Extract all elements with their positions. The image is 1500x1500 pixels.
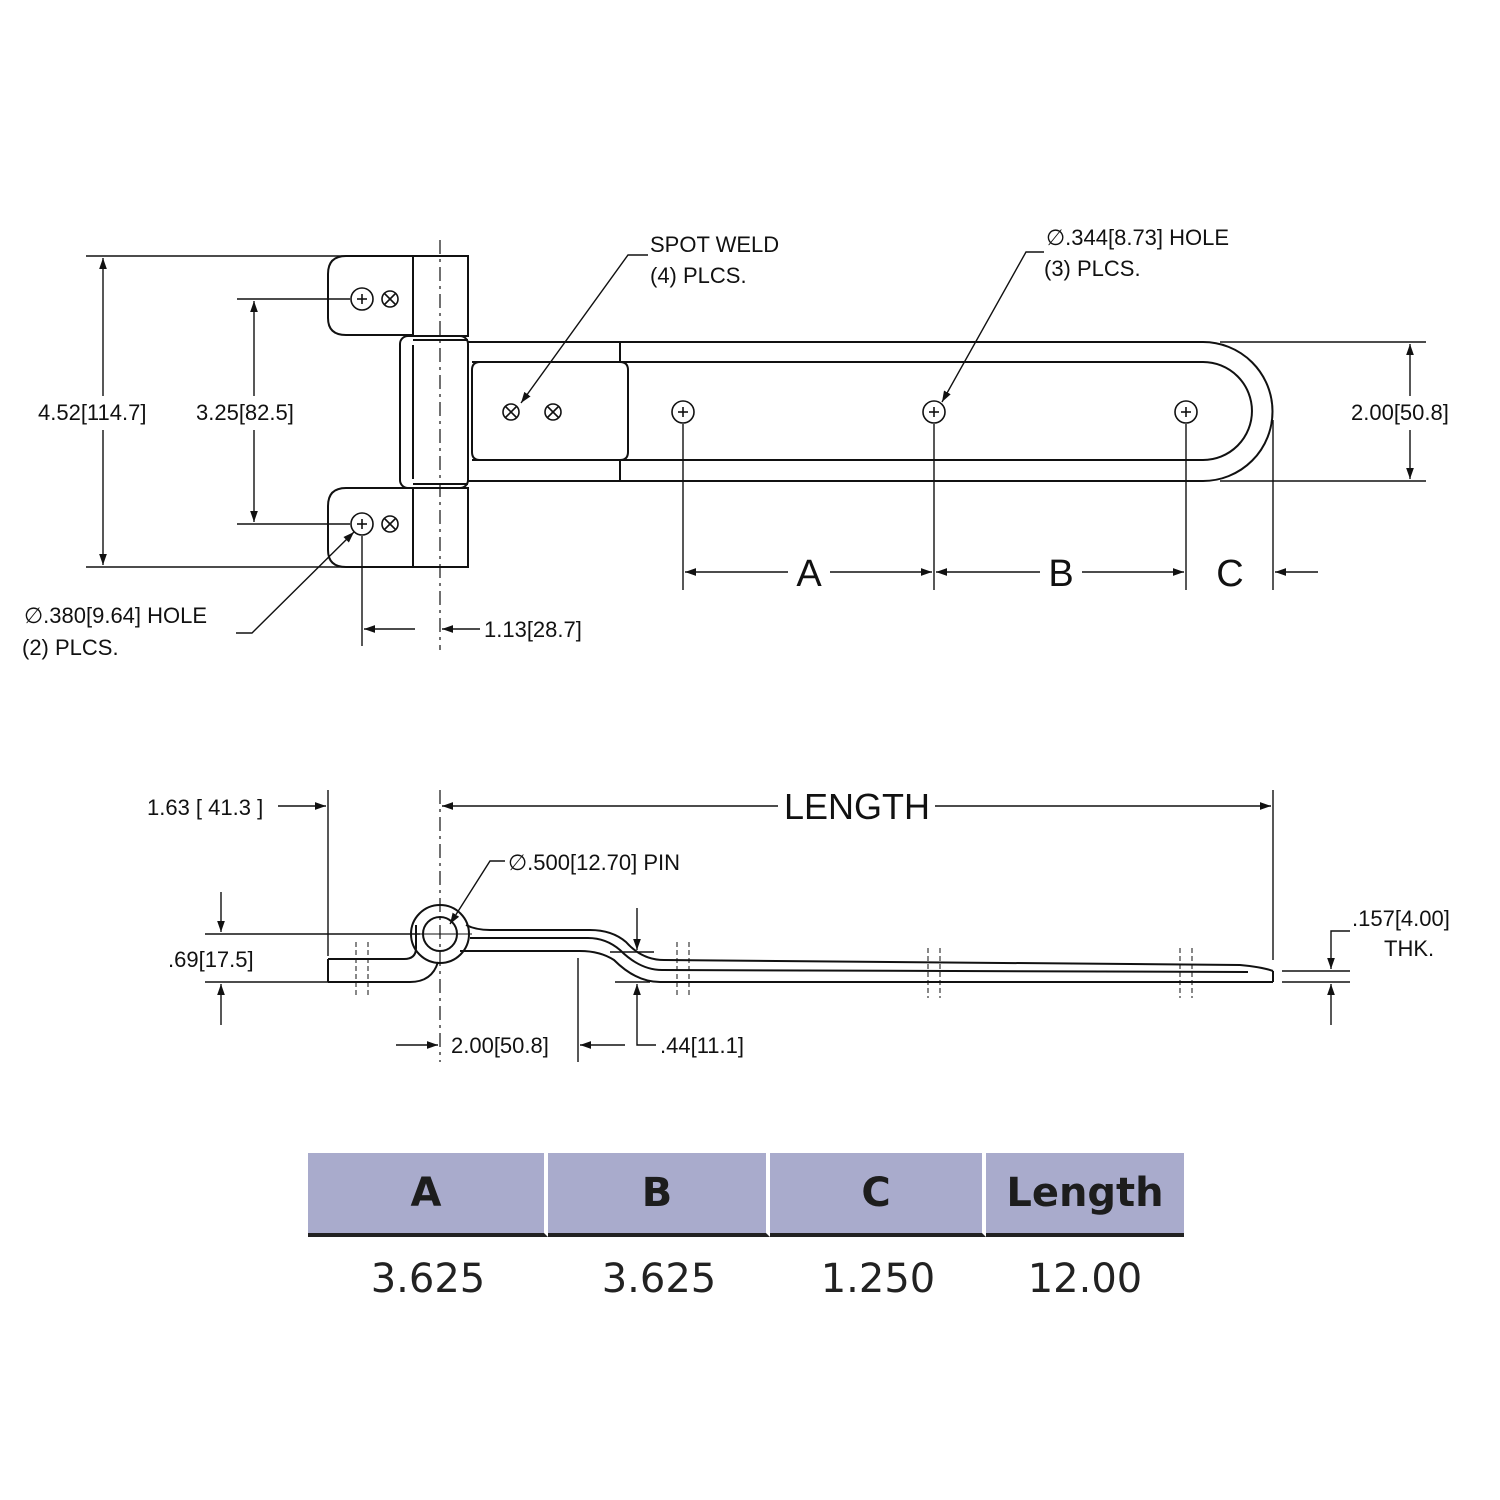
value-a: 3.625	[370, 1256, 486, 1302]
length-label: LENGTH	[784, 786, 930, 827]
pin-label: ∅.500[12.70] PIN	[508, 850, 680, 875]
leaf-hole-1	[671, 400, 695, 424]
mount-hole-upper	[350, 287, 374, 311]
value-b: 3.625	[601, 1256, 717, 1302]
dim-1-63: 1.63 [ 41.3 ]	[147, 795, 263, 820]
header-a: A	[308, 1153, 548, 1237]
header-c: C	[770, 1153, 986, 1237]
spot-weld-4	[544, 403, 562, 421]
lower-knuckle	[412, 487, 469, 568]
value-length: 12.00	[1027, 1256, 1143, 1302]
dimension-table: A B C Length 3.625 3.625 1.250 12.00	[308, 1153, 1184, 1321]
dim-pin-offset: 1.13[28.7]	[484, 617, 582, 642]
dim-thickness: .157[4.00]	[1352, 906, 1450, 931]
leaf-hole-2	[922, 400, 946, 424]
hole-380-count: (2) PLCS.	[22, 635, 119, 660]
dim-a-label: A	[796, 553, 822, 595]
dim-0-44: .44[11.1]	[660, 1033, 744, 1058]
spot-weld-3	[502, 403, 520, 421]
hole-344-label: ∅.344[8.73] HOLE	[1046, 225, 1229, 250]
dim-hole-spacing: 3.25[82.5]	[196, 400, 294, 425]
spot-weld-2	[381, 515, 399, 533]
lower-tab	[327, 487, 413, 568]
spot-weld-1	[381, 290, 399, 308]
spot-weld-count: (4) PLCS.	[650, 263, 747, 288]
middle-knuckle	[399, 335, 469, 489]
hole-344-count: (3) PLCS.	[1044, 256, 1141, 281]
mount-hole-lower	[350, 512, 374, 536]
table-header-row: A B C Length	[308, 1153, 1184, 1237]
dim-c-label: C	[1216, 553, 1243, 595]
dim-b-label: B	[1048, 553, 1073, 595]
spot-weld-label: SPOT WELD	[650, 232, 779, 257]
weld-plate	[472, 361, 629, 461]
dim-0-69: .69[17.5]	[168, 947, 254, 972]
dim-leaf-width: 2.00[50.8]	[1351, 400, 1449, 425]
header-b: B	[548, 1153, 770, 1237]
leaf-outline	[468, 341, 1274, 482]
upper-tab	[327, 255, 413, 336]
dim-2-00-bend: 2.00[50.8]	[451, 1033, 549, 1058]
leaf-hole-3	[1174, 400, 1198, 424]
side-view	[327, 904, 1274, 998]
value-c: 1.250	[820, 1256, 936, 1302]
thk-label: THK.	[1384, 936, 1434, 961]
table-row: 3.625 3.625 1.250 12.00	[308, 1237, 1184, 1321]
header-length: Length	[986, 1153, 1184, 1237]
top-view	[327, 240, 1274, 650]
dim-overall-height: 4.52[114.7]	[38, 400, 146, 425]
hole-380-label: ∅.380[9.64] HOLE	[24, 603, 207, 628]
